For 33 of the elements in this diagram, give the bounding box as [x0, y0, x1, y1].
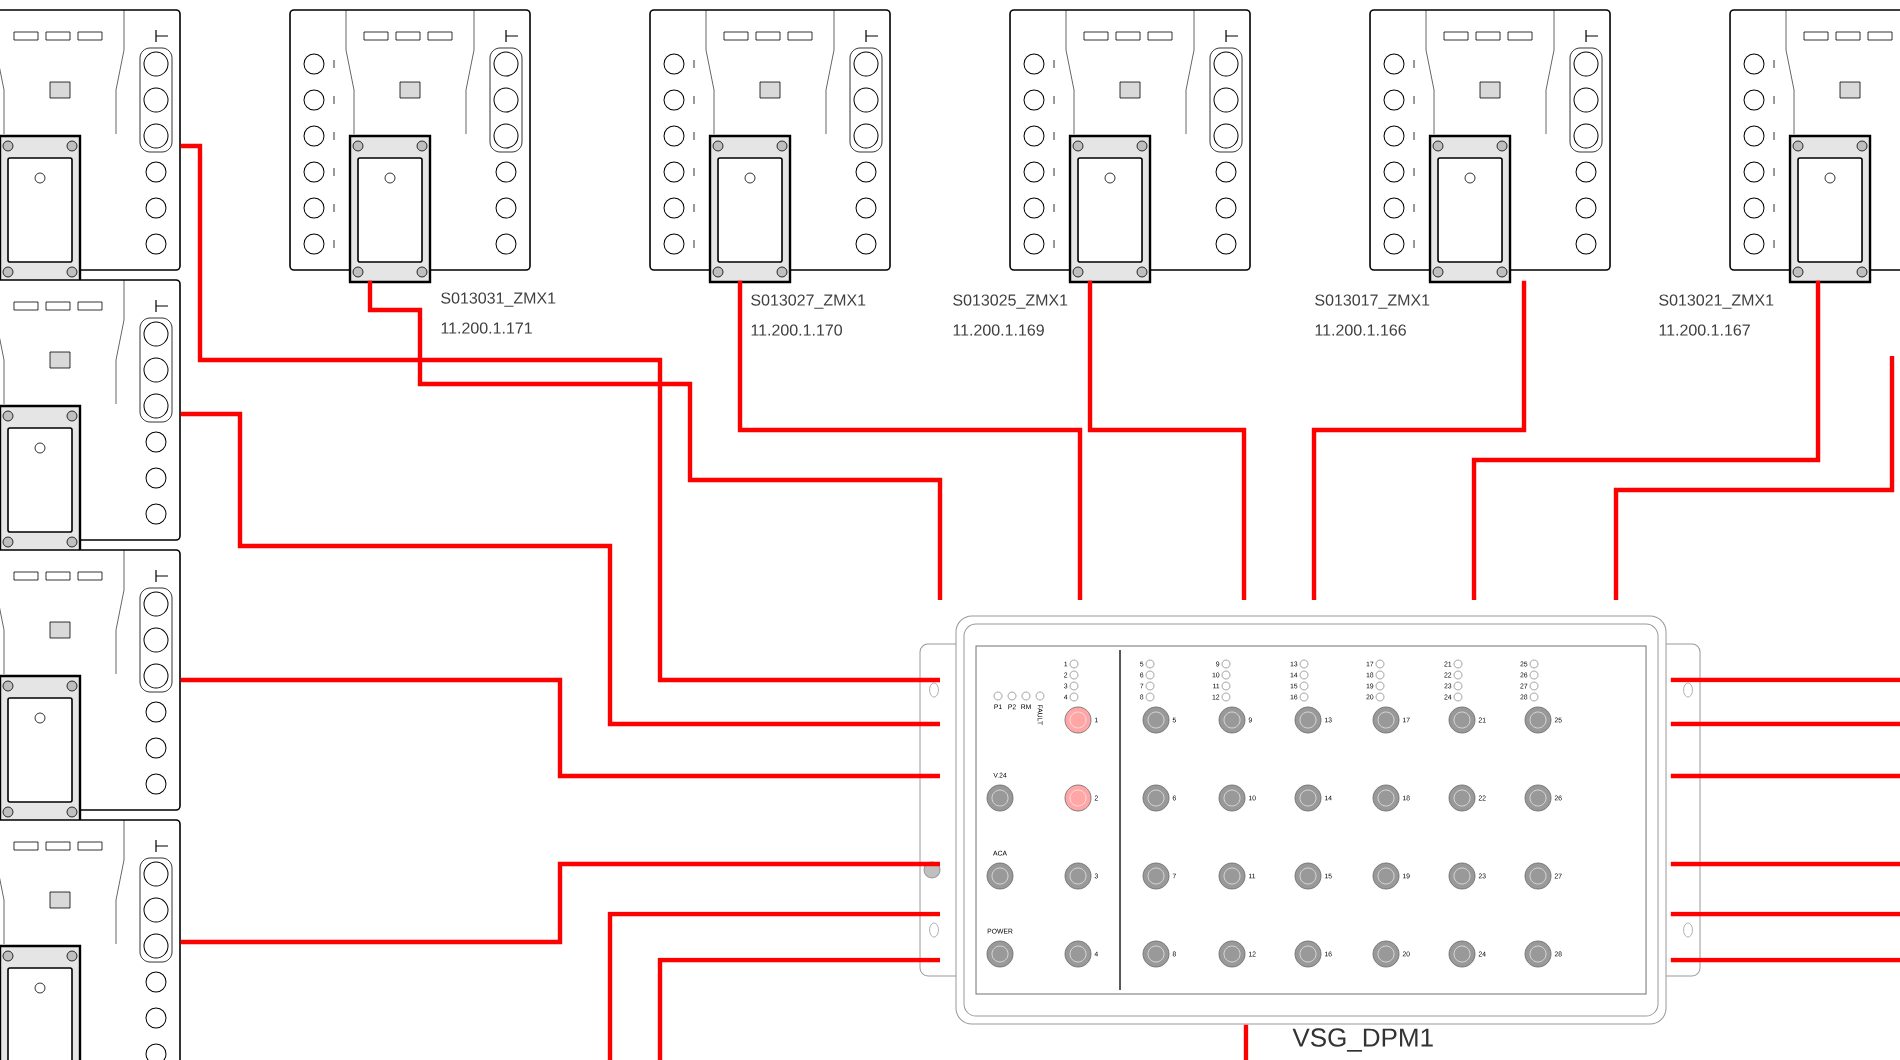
cable-line: [367, 280, 943, 600]
cable-line: [1670, 957, 1900, 963]
cable-line: [1670, 861, 1900, 867]
cable-line: [1670, 773, 1900, 779]
cable-line: [1613, 356, 1895, 600]
device-label: 11.200.1.170: [751, 324, 842, 336]
cable-line: [1087, 280, 1247, 600]
device-label: S013021_ZMX1: [1659, 294, 1774, 309]
cable-line: [1311, 280, 1527, 600]
device-drawing: [0, 9, 181, 284]
device-label: S013027_ZMX1: [751, 294, 866, 309]
device-label: 11.200.1.167: [1659, 324, 1750, 336]
cable-line: [1670, 721, 1900, 727]
device-label: S013017_ZMX1: [1315, 294, 1430, 309]
device-label: 11.200.1.171: [441, 322, 532, 334]
device-drawing: [0, 819, 181, 1060]
device-label: 11.200.1.169: [953, 324, 1044, 336]
device-label: 11.200.1.166: [1315, 324, 1406, 336]
cable-line: [180, 143, 940, 683]
device-drawing: [0, 279, 181, 554]
device-label: S013025_ZMX1: [953, 294, 1068, 309]
device-label: S013031_ZMX1: [441, 292, 556, 307]
cable-line: [180, 677, 940, 779]
cable-line: [607, 911, 940, 1060]
cable-line: [180, 861, 940, 945]
cable-line: [180, 411, 940, 727]
cable-line: [1471, 280, 1821, 600]
cable-line: [1243, 1024, 1249, 1060]
cable-line: [1670, 677, 1900, 683]
cable-line: [657, 957, 940, 1060]
cable-line: [737, 280, 1083, 600]
cable-line: [1670, 911, 1900, 917]
device-drawing: [0, 549, 181, 824]
